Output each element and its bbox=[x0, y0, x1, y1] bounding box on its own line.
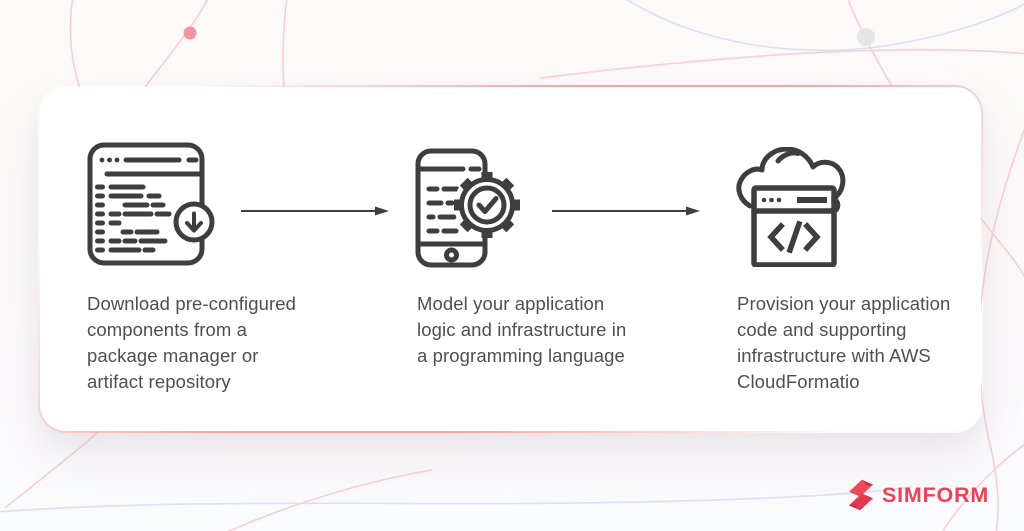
step-2-text: Model your application logic and infrast… bbox=[417, 293, 627, 366]
gray-dot bbox=[857, 28, 875, 46]
pink-dot bbox=[183, 26, 197, 40]
cloud-code-icon bbox=[736, 147, 846, 267]
code-window-download-icon bbox=[87, 142, 215, 266]
check-icon bbox=[476, 196, 499, 214]
simform-logo-text: SIMFORM bbox=[882, 482, 990, 507]
step-3-text: Provision your application code and supp… bbox=[737, 293, 951, 392]
code-slash-icon bbox=[767, 220, 821, 254]
simform-logo: SIMFORM bbox=[845, 475, 989, 515]
simform-mark-icon bbox=[849, 479, 873, 511]
flow-arrow-2 bbox=[552, 206, 700, 216]
step-1-text: Download pre-configured components from … bbox=[87, 293, 297, 392]
process-card-inner: Download pre-configured components from … bbox=[40, 87, 981, 431]
gear-icon bbox=[454, 172, 520, 238]
process-card: Download pre-configured components from … bbox=[38, 85, 983, 433]
phone-gear-check-icon bbox=[415, 148, 520, 268]
flow-arrow-1 bbox=[241, 206, 389, 216]
